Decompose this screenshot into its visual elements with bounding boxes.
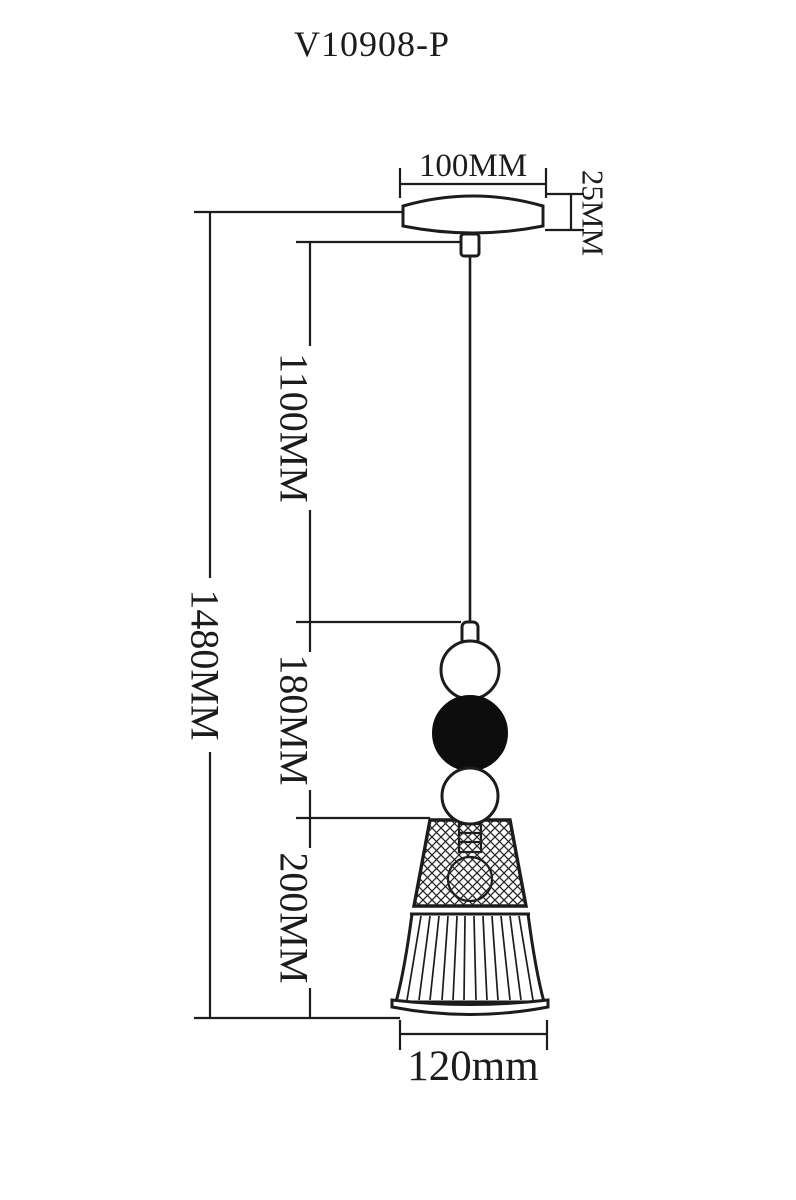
- dim-shade-height: 200MM: [272, 818, 317, 1018]
- canopy-stem: [459, 232, 481, 258]
- pendant-fixture: [390, 194, 550, 1016]
- dim-decor-height-label: 180MM: [272, 654, 317, 785]
- dim-canopy-diameter: 100MM: [398, 148, 548, 198]
- bell-body: [394, 912, 546, 1004]
- dim-overall-height: 1480MM: [183, 210, 402, 1020]
- dim-cable-length-label: 1100MM: [272, 353, 317, 503]
- dim-canopy-height: 25MM: [545, 170, 611, 256]
- mesh-pattern: [414, 820, 526, 906]
- dim-shade-diameter: 120mm: [398, 1020, 549, 1090]
- dim-overall-height-label: 1480MM: [183, 589, 228, 740]
- dim-shade-diameter-label: 120mm: [407, 1043, 538, 1090]
- model-title: V10908-P: [294, 24, 450, 64]
- dim-cable-length: 1100MM: [272, 240, 461, 622]
- dim-decor-height: 180MM: [272, 620, 461, 820]
- sphere-bottom: [440, 766, 500, 826]
- ceiling-canopy: [401, 194, 545, 235]
- dim-canopy-diameter-label: 100MM: [419, 148, 527, 184]
- sphere-top: [439, 639, 501, 701]
- sphere-middle: [432, 695, 508, 771]
- shade-mesh-section: [410, 818, 530, 916]
- shade-bottom-rim: [390, 998, 550, 1016]
- dim-shade-height-label: 200MM: [272, 852, 317, 983]
- shade-bell-section: [390, 912, 550, 1016]
- dim-canopy-height-label: 25MM: [576, 170, 611, 256]
- bell-ribs: [406, 915, 534, 1001]
